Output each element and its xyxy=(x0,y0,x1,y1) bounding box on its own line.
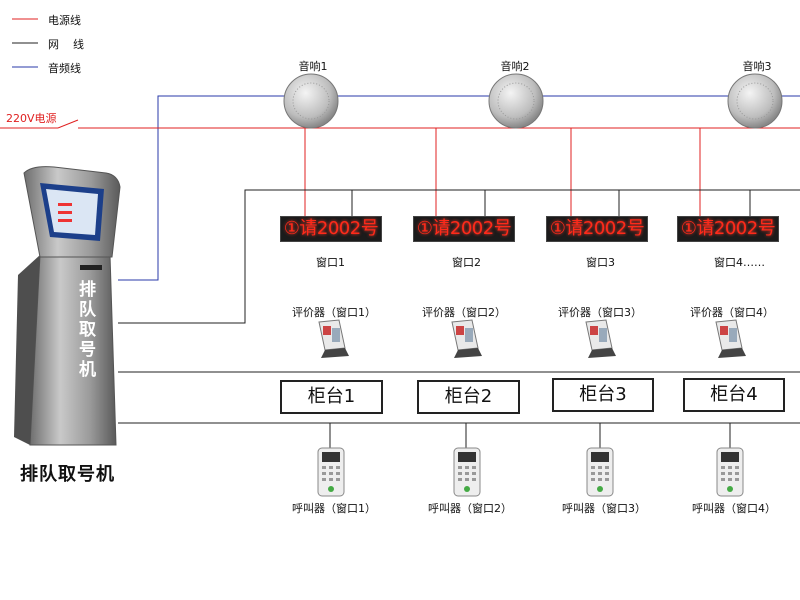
counter-box-4: 柜台4 xyxy=(683,378,785,412)
kiosk-char: 机 xyxy=(79,360,97,380)
window-label-2: 窗口2 xyxy=(452,256,481,269)
evaluator-label-2: 评价器（窗口2） xyxy=(422,306,506,319)
speaker-icon xyxy=(727,73,783,129)
speaker-label-1: 音响1 xyxy=(298,60,328,73)
legend-network-label: 网 线 xyxy=(48,38,84,51)
kiosk-caption: 排队取号机 xyxy=(20,464,115,485)
led-display-3: ①请2002号 xyxy=(546,216,648,242)
evaluator-icon xyxy=(451,319,482,358)
evaluator-label-4: 评价器（窗口4） xyxy=(690,306,774,319)
kiosk-vertical-text: 排 队 取 号 机 xyxy=(78,280,98,380)
led-display-2: ①请2002号 xyxy=(413,216,515,242)
legend-power-label: 电源线 xyxy=(48,14,81,27)
evaluator-label-3: 评价器（窗口3） xyxy=(558,306,642,319)
power-switch xyxy=(57,119,79,129)
speaker-label-2: 音响2 xyxy=(500,60,530,73)
led-display-1: ①请2002号 xyxy=(280,216,382,242)
speaker-label-3: 音响3 xyxy=(742,60,772,73)
counter-box-2: 柜台2 xyxy=(417,380,520,414)
window-label-1: 窗口1 xyxy=(316,256,345,269)
caller-keypad-icon xyxy=(586,447,614,497)
kiosk-char: 队 xyxy=(79,300,97,320)
evaluator-icon xyxy=(715,319,746,358)
caller-keypad-icon xyxy=(453,447,481,497)
window-label-3: 窗口3 xyxy=(586,256,615,269)
counter-box-3: 柜台3 xyxy=(552,378,654,412)
caller-label-3: 呼叫器（窗口3） xyxy=(562,502,646,515)
power-source-label: 220V电源 xyxy=(6,112,57,125)
ticket-kiosk-icon xyxy=(14,166,121,446)
caller-label-2: 呼叫器（窗口2） xyxy=(428,502,512,515)
speaker-icon xyxy=(488,73,544,129)
evaluator-label-1: 评价器（窗口1） xyxy=(292,306,376,319)
window-label-4: 窗口4…… xyxy=(714,256,765,269)
kiosk-char: 取 xyxy=(79,320,97,340)
kiosk-char: 排 xyxy=(79,280,97,300)
caller-label-4: 呼叫器（窗口4） xyxy=(692,502,776,515)
kiosk-char: 号 xyxy=(79,340,97,360)
caller-label-1: 呼叫器（窗口1） xyxy=(292,502,376,515)
caller-keypad-icon xyxy=(317,447,345,497)
network-line xyxy=(118,189,800,324)
evaluator-icon xyxy=(318,319,349,358)
evaluator-icon xyxy=(585,319,616,358)
audio-line xyxy=(118,95,800,281)
speaker-icon xyxy=(283,73,339,129)
led-display-4: ①请2002号 xyxy=(677,216,779,242)
caller-keypad-icon xyxy=(716,447,744,497)
counter-box-1: 柜台1 xyxy=(280,380,383,414)
legend-audio-label: 音频线 xyxy=(48,62,81,75)
